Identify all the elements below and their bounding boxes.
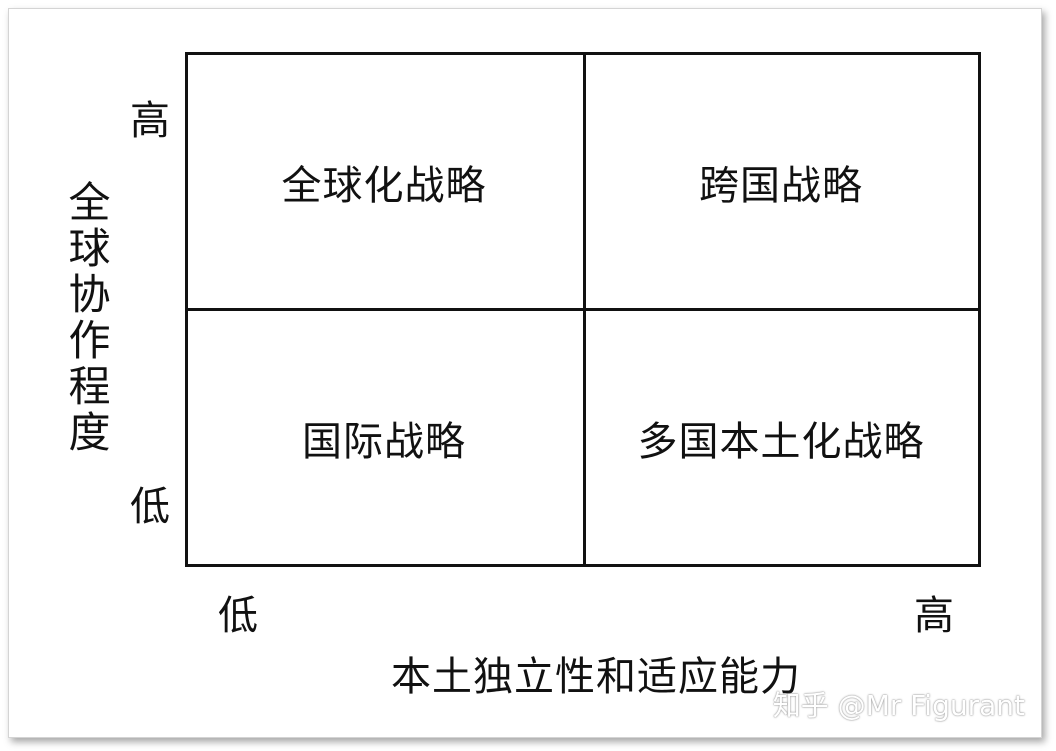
quadrant-top-left-label: 全球化战略 bbox=[281, 163, 487, 209]
x-axis-high-label: 高 bbox=[914, 593, 954, 639]
quadrant-bottom-right-label: 多国本土化战略 bbox=[637, 419, 925, 465]
horizontal-divider bbox=[185, 308, 981, 311]
y-axis-low-label: 低 bbox=[130, 484, 170, 530]
x-axis-title: 本土独立性和适应能力 bbox=[391, 654, 801, 700]
y-axis-title: 全球协作程度 bbox=[62, 180, 111, 456]
watermark-text: 知乎 @Mr Figurant bbox=[772, 689, 1025, 722]
quadrant-top-right-label: 跨国战略 bbox=[699, 163, 863, 209]
quadrant-bottom-left-label: 国际战略 bbox=[302, 419, 466, 465]
x-axis-low-label: 低 bbox=[218, 593, 258, 639]
figure-frame bbox=[8, 8, 1042, 738]
y-axis-high-label: 高 bbox=[130, 98, 170, 144]
